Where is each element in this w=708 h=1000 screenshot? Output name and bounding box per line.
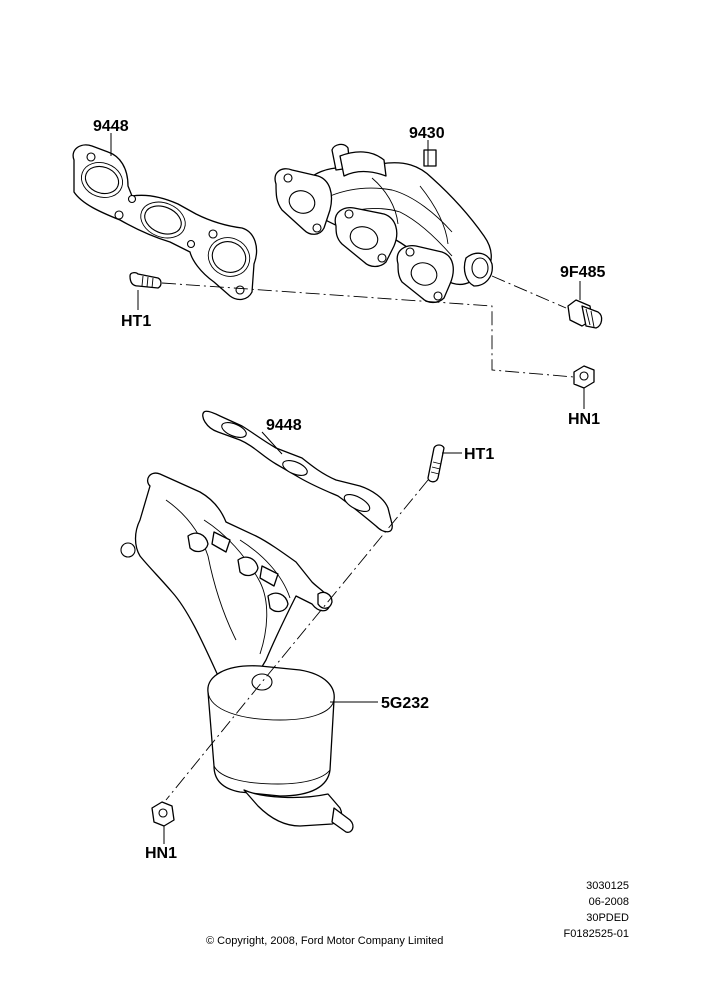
lower-nut	[151, 801, 175, 827]
reference-number: 3030125	[586, 880, 629, 892]
callout-sensor-fitting: 9F485	[560, 264, 605, 281]
figure-id: F0182525-01	[563, 928, 629, 940]
callout-stud-lower: HT1	[464, 446, 494, 463]
callout-gasket-upper: 9448	[93, 118, 129, 135]
callout-catalytic-converter: 5G232	[381, 695, 429, 712]
callout-exhaust-manifold: 9430	[409, 125, 445, 142]
upper-nut	[573, 365, 595, 389]
date-code: 06-2008	[588, 896, 629, 908]
upper-stud	[129, 272, 162, 289]
callout-stud-upper: HT1	[121, 313, 151, 330]
model-code: 30PDED	[586, 912, 629, 924]
copyright-notice: © Copyright, 2008, Ford Motor Company Li…	[206, 935, 444, 947]
sensor-fitting	[567, 299, 603, 329]
upper-manifold-gasket	[72, 144, 258, 301]
upper-stud-assembly-line	[161, 282, 575, 378]
sensor-assembly-line	[491, 275, 567, 309]
callout-nut-lower: HN1	[145, 845, 177, 862]
leader-lines	[110, 133, 585, 844]
lower-stud	[427, 444, 445, 483]
lower-stud-assembly-line	[165, 479, 429, 801]
catalytic-converter-manifold	[120, 472, 354, 833]
callout-gasket-lower: 9448	[266, 417, 302, 434]
exhaust-manifold	[274, 143, 493, 304]
callout-nut-upper: HN1	[568, 411, 600, 428]
lower-manifold-gasket	[202, 410, 393, 533]
